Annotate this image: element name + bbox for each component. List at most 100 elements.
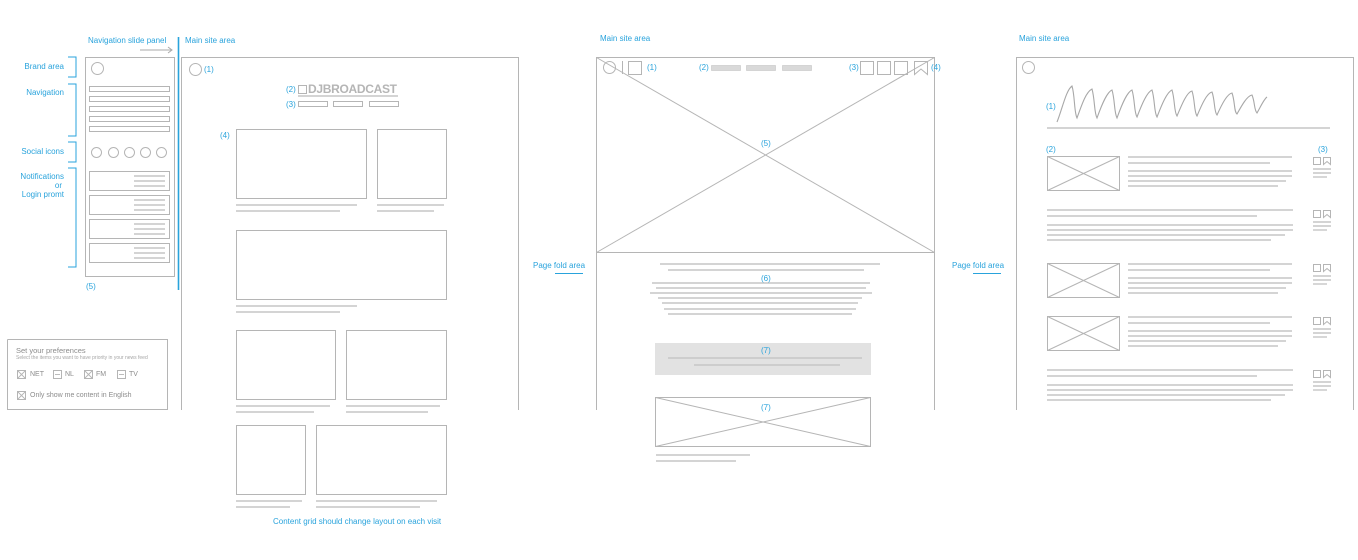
social-icon [140, 147, 151, 158]
grid-tile [236, 129, 367, 199]
notification-card [89, 243, 170, 263]
annotation-main-site-area: Main site area [185, 36, 236, 45]
option-net[interactable]: NET [30, 371, 44, 378]
slide-arrow-icon [140, 46, 173, 54]
main-frame-panel-2 [596, 57, 935, 410]
marker-2: (2) [1046, 145, 1056, 154]
grid-tile [316, 425, 447, 495]
checkbox-checked-icon [17, 391, 26, 400]
nav-item [89, 126, 170, 132]
hero-cross-line [596, 57, 935, 253]
bookmark-icon [914, 61, 928, 76]
option-tv[interactable]: TV [129, 371, 138, 378]
menu-toggle-circle [189, 63, 202, 76]
nav-panel-frame [85, 57, 175, 277]
nav-item [89, 106, 170, 112]
top-nav-item [369, 101, 399, 107]
nav-item [89, 86, 170, 92]
annotation-main-site-area: Main site area [600, 34, 651, 43]
share-button [894, 61, 908, 75]
notification-card [89, 195, 170, 215]
marker-3: (3) [849, 63, 859, 72]
social-icon [156, 147, 167, 158]
annotation-or: or [54, 181, 62, 190]
annotation-brackets [68, 37, 1001, 290]
marker-7: (7) [761, 403, 771, 412]
top-nav-item [782, 65, 812, 71]
annotation-content-grid-note: Content grid should change layout on eac… [273, 517, 442, 526]
marker-4: (4) [931, 63, 941, 72]
notification-card [89, 171, 170, 191]
checkbox-checked-icon [17, 370, 26, 379]
annotation-main-site-area: Main site area [1019, 34, 1070, 43]
logo-placeholder [628, 61, 642, 75]
marker-1: (1) [204, 65, 214, 74]
video-placeholder [655, 397, 871, 447]
top-nav-item [298, 101, 328, 107]
social-icon [108, 147, 119, 158]
grid-tile [236, 230, 447, 300]
brand-logo-placeholder [91, 62, 104, 75]
logo-square-icon [298, 85, 307, 94]
notification-card [89, 219, 170, 239]
grid-tile [236, 330, 336, 400]
feed-thumbnail [1047, 263, 1120, 298]
marker-2: (2) [286, 85, 296, 94]
feed-actions-icon [1313, 157, 1331, 166]
feed-actions-icon [1313, 210, 1331, 219]
main-frame-panel-3 [1016, 57, 1354, 410]
marker-6: (6) [761, 274, 771, 283]
annotation-nav-slide-panel: Navigation slide panel [88, 36, 167, 45]
option-english-only[interactable]: Only show me content in English [30, 392, 132, 399]
checkbox-partial-icon [53, 370, 62, 379]
marker-5: (5) [86, 282, 96, 291]
social-icon [91, 147, 102, 158]
feed-actions-icon [1313, 370, 1331, 379]
marker-3: (3) [1318, 145, 1328, 154]
top-nav-item [711, 65, 741, 71]
marker-5: (5) [761, 139, 771, 148]
handwritten-title-scribble [1056, 85, 1268, 123]
menu-toggle-circle [603, 61, 616, 74]
checkbox-checked-icon [84, 370, 93, 379]
annotation-navigation: Navigation [26, 88, 64, 97]
menu-toggle-circle [1022, 61, 1035, 74]
option-nl[interactable]: NL [65, 371, 74, 378]
nav-item [89, 116, 170, 122]
feed-thumbnail [1047, 316, 1120, 351]
main-frame-panel-1 [181, 57, 519, 410]
preferences-title: Set your preferences [16, 346, 86, 355]
marker-1: (1) [647, 63, 657, 72]
annotation-login-prompt: Login promt [21, 190, 64, 199]
feed-actions-icon [1313, 317, 1331, 326]
grid-tile [377, 129, 447, 199]
option-fm[interactable]: FM [96, 371, 107, 378]
preferences-box [7, 339, 168, 410]
share-button [877, 61, 891, 75]
grid-tile [236, 425, 306, 495]
marker-1: (1) [1046, 102, 1056, 111]
marker-7: (7) [761, 346, 771, 355]
social-icon [124, 147, 135, 158]
top-nav-item [333, 101, 363, 107]
marker-3: (3) [286, 100, 296, 109]
marker-4: (4) [220, 131, 230, 140]
checkbox-partial-icon [117, 370, 126, 379]
preferences-subtitle: Select the items you want to have priori… [16, 355, 148, 361]
annotation-page-fold-area: Page fold area [952, 261, 1005, 270]
text-lines [134, 95, 1331, 508]
feed-actions-icon [1313, 264, 1331, 273]
marker-2: (2) [699, 63, 709, 72]
annotation-page-fold-area: Page fold area [533, 261, 586, 270]
nav-item [89, 96, 170, 102]
annotation-social-icons: Social icons [21, 147, 64, 156]
brand-logo-text: DJBROADCAST [308, 82, 397, 96]
cta-box [655, 343, 871, 375]
brand-logo: DJBROADCAST [298, 82, 397, 96]
grid-tile [346, 330, 447, 400]
share-button [860, 61, 874, 75]
feed-thumbnail [1047, 156, 1120, 191]
top-nav-item [746, 65, 776, 71]
annotation-notifications: Notifications [20, 172, 64, 181]
